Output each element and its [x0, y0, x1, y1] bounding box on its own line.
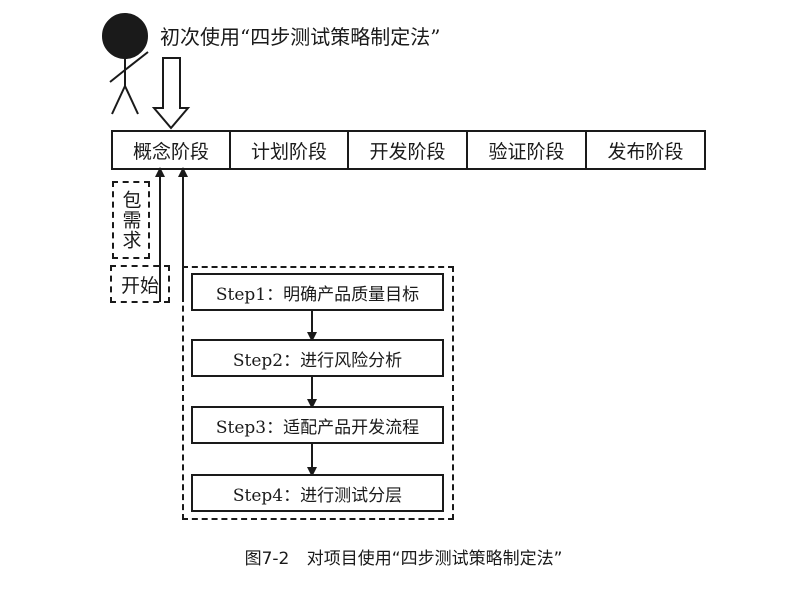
figure-caption: 图7-2 对项目使用“四步测试策略制定法” — [0, 544, 807, 569]
step-3-box: Step3：适配产品开发流程 — [191, 406, 444, 444]
start-label: 开始 — [110, 265, 170, 303]
phase-develop: 开发阶段 — [369, 140, 446, 163]
down-arrow-icon — [151, 57, 191, 130]
phase-bar-frame — [111, 130, 706, 170]
step-1-box: Step1：明确产品质量目标 — [191, 273, 444, 311]
requirements-label: 包需求 — [112, 181, 150, 259]
step-4-box: Step4：进行测试分层 — [191, 474, 444, 512]
phase-verify: 验证阶段 — [488, 140, 565, 163]
steps-container — [182, 266, 454, 520]
phase-concept: 概念阶段 — [132, 140, 209, 163]
caption-number: 图7-2 — [244, 549, 290, 569]
step-2-box: Step2：进行风险分析 — [191, 339, 444, 377]
phase-release: 发布阶段 — [607, 140, 684, 163]
caption-text: 对项目使用“四步测试策略制定法” — [306, 549, 563, 569]
phase-plan: 计划阶段 — [250, 140, 327, 163]
stick-figure-icon — [102, 13, 149, 115]
intro-text: 初次使用“四步测试策略制定法” — [160, 24, 441, 49]
